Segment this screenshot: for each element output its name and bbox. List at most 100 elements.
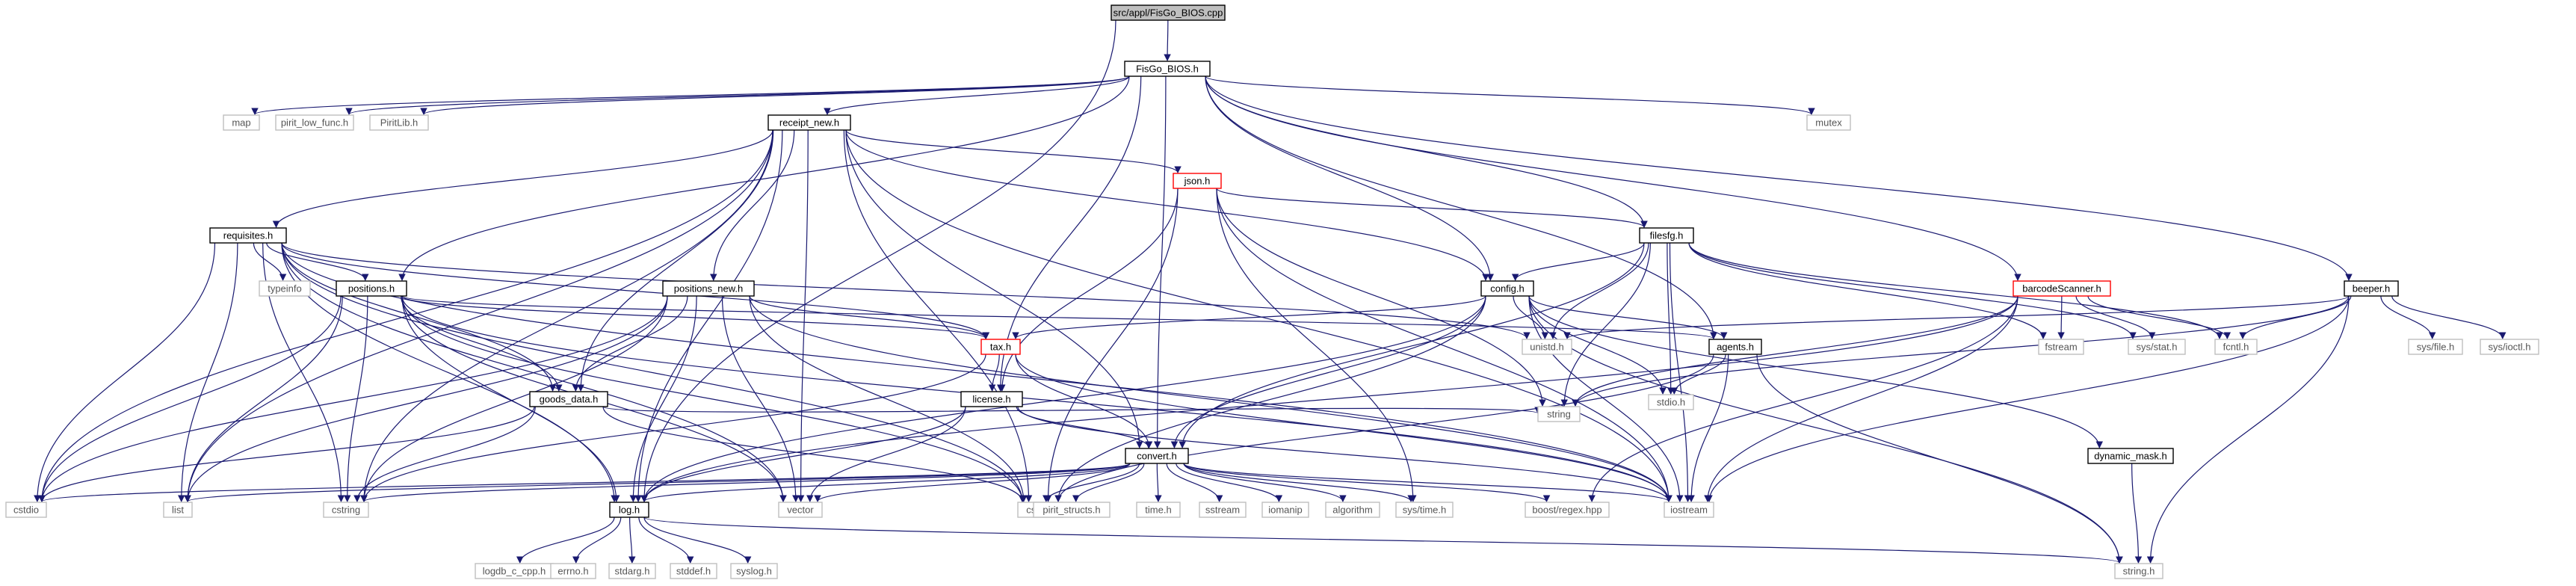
edge-json-h-to-iostream xyxy=(1216,188,1672,502)
node-goods-data-h[interactable]: goods_data.h xyxy=(529,391,608,407)
node-positions-h[interactable]: positions.h xyxy=(336,280,407,297)
node-positions-new-h[interactable]: positions_new.h xyxy=(662,280,755,297)
edge-positions-h-to-goods-data-h xyxy=(401,295,563,392)
edge-positions-h-to-agents-h xyxy=(401,295,1717,339)
edge xyxy=(1669,242,1692,502)
edge xyxy=(797,129,809,502)
node-tax-h[interactable]: tax.h xyxy=(980,339,1021,355)
edge-requisites-h-to-cstdint xyxy=(281,242,1026,502)
edge xyxy=(1511,242,1645,281)
node-pirit-structs-h: pirit_structs.h xyxy=(1033,502,1111,518)
edge xyxy=(1044,188,1179,502)
edge xyxy=(38,295,668,502)
edge-tax-h-to-license-h xyxy=(988,354,1000,392)
node-box xyxy=(662,280,755,297)
edge xyxy=(2131,463,2143,564)
node-agents-h[interactable]: agents.h xyxy=(1708,339,1762,355)
node-map: map xyxy=(223,114,260,131)
edge xyxy=(266,242,369,281)
edge xyxy=(184,129,773,502)
node-beeper-h[interactable]: beeper.h xyxy=(2344,280,2399,297)
edge-license-h-to-log-h xyxy=(640,406,966,502)
node-license-h[interactable]: license.h xyxy=(960,391,1023,407)
edge xyxy=(1205,75,1717,339)
edge xyxy=(1176,463,1283,502)
edge-positions-new-h-to-cstdio xyxy=(38,295,668,502)
node-root[interactable]: src/appl/FisGo_BIOS.cpp xyxy=(1111,4,1226,21)
node-label: syslog.h xyxy=(736,566,772,577)
node-fcntl-h: fcntl.h xyxy=(2214,339,2258,355)
node-requisites-h[interactable]: requisites.h xyxy=(209,227,287,244)
node-stdio-h: stdio.h xyxy=(1648,394,1694,410)
edge xyxy=(1054,295,1486,502)
node-time-h: time.h xyxy=(1136,502,1181,518)
edge xyxy=(1205,75,1495,281)
node-json-h[interactable]: json.h xyxy=(1173,173,1222,189)
edge-convert-h-to-sstream xyxy=(1166,463,1223,502)
node-label: requisites.h xyxy=(223,230,273,241)
node-sstream: sstream xyxy=(1199,502,1247,518)
node-cstdio: cstdio xyxy=(5,502,47,518)
node-label: fstream xyxy=(2045,342,2077,353)
node-stddef-h: stddef.h xyxy=(670,563,717,579)
edge xyxy=(2057,295,2065,339)
edge xyxy=(1183,463,1672,502)
node-label: list xyxy=(172,505,184,516)
edge-beeper-h-to-sys-file-h xyxy=(2380,295,2436,339)
node-label: sys/ioctl.h xyxy=(2488,342,2530,353)
node-box xyxy=(1806,114,1851,131)
node-label: cstring xyxy=(332,505,360,516)
node-box xyxy=(2128,339,2186,355)
edge-config-h-to-dynamic-mask-h xyxy=(1528,295,2104,448)
node-receipt-new-h[interactable]: receipt_new.h xyxy=(767,114,851,131)
node-box xyxy=(1136,502,1181,518)
edge-log-h-to-logdb-c-cpp-h xyxy=(516,516,615,564)
edge xyxy=(1572,295,2019,407)
node-vector: vector xyxy=(778,502,823,518)
edge-beeper-h-to-sys-ioctl-h xyxy=(2391,295,2506,339)
edge-convert-h-to-cstring xyxy=(360,463,1131,502)
edge xyxy=(1704,295,2019,502)
node-box xyxy=(1395,502,1454,518)
edge xyxy=(640,295,1486,502)
edge-barcodescanner-h-to-fcntl-h xyxy=(2087,295,2231,339)
edge-convert-h-to-iomanip xyxy=(1176,463,1283,502)
node-convert-h[interactable]: convert.h xyxy=(1125,448,1189,464)
node-filesfg-h[interactable]: filesfg.h xyxy=(1639,227,1694,244)
edge xyxy=(1687,354,1729,502)
edge xyxy=(1528,295,1684,502)
node-iomanip: iomanip xyxy=(1261,502,1309,518)
edge xyxy=(1528,295,2123,564)
node-box xyxy=(1261,502,1309,518)
edge-root-to-fisgo-bios-h xyxy=(1164,19,1171,61)
node-label: typeinfo xyxy=(268,283,302,294)
edge-beeper-h-to-string xyxy=(1572,295,2350,407)
edge xyxy=(177,242,238,502)
node-log-h[interactable]: log.h xyxy=(609,502,649,518)
node-dynamic-mask-h[interactable]: dynamic_mask.h xyxy=(2087,448,2174,464)
node-config-h[interactable]: config.h xyxy=(1480,280,1534,297)
edge-filesfg-h-to-fcntl-h xyxy=(1688,242,2223,339)
edge-convert-h-to-cstdint xyxy=(1043,463,1140,502)
node-fisgo-bios-h[interactable]: FisGo_BIOS.h xyxy=(1124,61,1211,77)
edge xyxy=(1216,188,1417,502)
edge xyxy=(1054,354,1714,502)
edge xyxy=(643,516,2123,564)
edge xyxy=(1667,242,1675,395)
edge xyxy=(2391,295,2506,339)
node-typeinfo: typeinfo xyxy=(259,280,311,297)
edge-fisgo-bios-h-to-config-h xyxy=(1205,75,1495,281)
node-box xyxy=(2038,339,2084,355)
edge xyxy=(806,406,966,502)
node-label: src/appl/FisGo_BIOS.cpp xyxy=(1114,7,1223,19)
edge xyxy=(845,129,1489,281)
edge-agents-h-to-cstdint xyxy=(1054,354,1714,502)
edge xyxy=(1216,188,1672,502)
node-box xyxy=(778,502,823,518)
node-barcodescanner-h[interactable]: barcodeScanner.h xyxy=(2013,280,2111,297)
edge xyxy=(353,406,536,502)
edge-filesfg-h-to-iostream xyxy=(1669,242,1692,502)
edge xyxy=(281,242,1531,339)
edge-requisites-h-to-unistd-h xyxy=(281,242,1531,339)
edge xyxy=(401,295,1717,339)
